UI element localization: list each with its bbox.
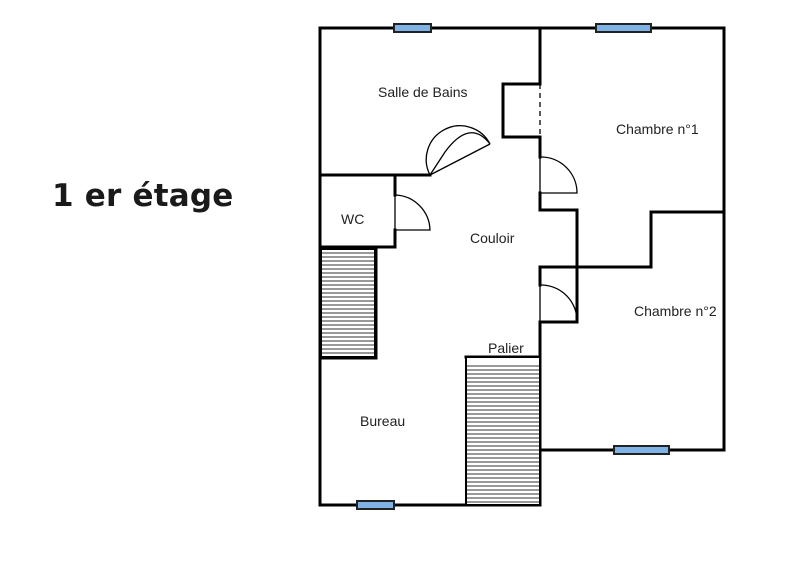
room-label-chambre-1: Chambre n°1	[616, 121, 699, 137]
room-label-chambre-2: Chambre n°2	[634, 303, 717, 319]
stairs-left	[320, 248, 376, 358]
window-chambre-1	[595, 23, 652, 33]
room-label-palier: Palier	[488, 340, 524, 356]
window-bureau	[356, 500, 395, 510]
stairs-right	[465, 356, 541, 506]
room-label-couloir: Couloir	[470, 230, 515, 246]
window-chambre-2	[613, 445, 670, 455]
room-label-wc: WC	[341, 211, 364, 227]
door-chambre-1	[539, 156, 578, 194]
room-label-salle-de-bains: Salle de Bains	[378, 84, 468, 100]
floor-label: 1 er étage	[52, 178, 234, 214]
window-bathroom	[393, 23, 432, 33]
room-label-bureau: Bureau	[360, 413, 405, 429]
door-chambre-2	[539, 284, 578, 323]
windows	[356, 23, 670, 510]
doors	[394, 125, 578, 323]
door-wc	[394, 194, 431, 231]
door-bathroom	[425, 125, 491, 176]
